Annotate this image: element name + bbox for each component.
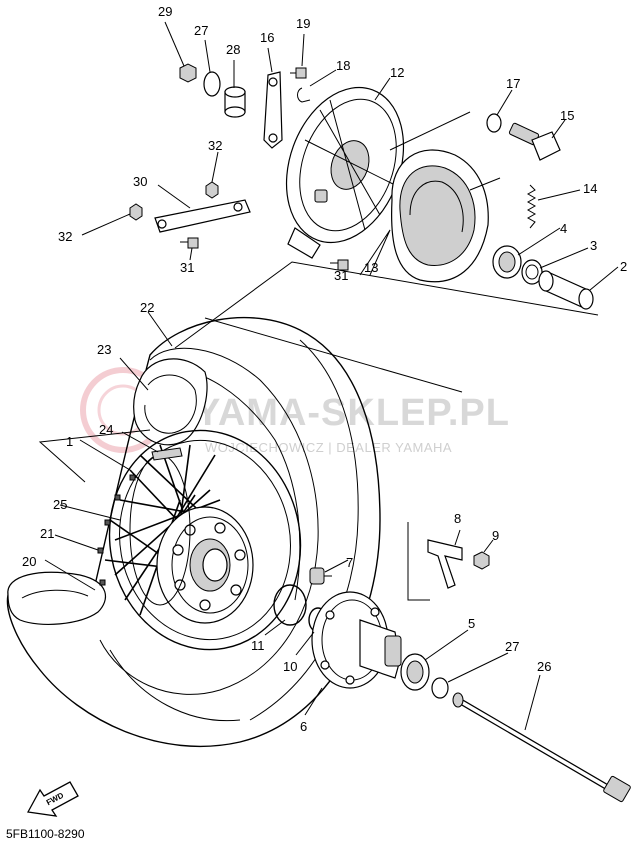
tension-bar [154,199,251,233]
nut-32-left [129,203,143,221]
washer-27-lower [431,677,449,699]
label-31-left: 31 [180,260,194,275]
guide-lines [38,111,599,601]
label-13: 13 [364,260,378,275]
label-22: 22 [140,300,154,315]
hub [129,454,254,624]
brake-arm [263,71,283,149]
bearing-5 [400,653,430,691]
label-6: 6 [300,719,307,734]
label-19: 19 [296,16,310,31]
label-3: 3 [590,238,597,253]
label-10: 10 [283,659,297,674]
label-23: 23 [97,342,111,357]
collar-28 [224,86,246,118]
label-20: 20 [22,554,36,569]
o-ring [273,584,307,626]
washer-27-upper [203,71,221,97]
spoke-nipples [97,474,136,586]
label-18: 18 [336,58,350,73]
leader-lines [44,21,619,731]
diagram-code: 5FB1100-8290 [6,827,85,841]
collar-3 [521,259,543,285]
brake-panel [285,86,405,259]
fwd-arrow-icon: FWD [26,781,79,817]
label-27-lower: 27 [505,639,519,654]
part-labels: 29 27 28 16 19 18 12 17 15 14 4 3 2 32 3… [22,4,627,734]
label-29: 29 [158,4,172,19]
label-7: 7 [346,555,353,570]
clip-18 [297,87,311,103]
label-11: 11 [251,638,265,653]
bolt-19 [290,67,307,79]
label-31-right: 31 [334,268,348,283]
label-17: 17 [506,76,520,91]
label-15: 15 [560,108,574,123]
bolt-31-left [180,237,199,249]
label-14: 14 [583,181,597,196]
label-9: 9 [492,528,499,543]
spacer-2 [538,270,594,310]
watermark: YAMA-SKLEP.PL WOJCIECHOWICZ | DEALER YAM… [80,367,510,455]
watermark-brand: YAMA-SKLEP.PL [195,392,510,434]
nut-32-upper [205,181,219,199]
balance-weight [151,447,183,461]
label-5: 5 [468,616,475,631]
label-27-upper: 27 [194,23,208,38]
label-25: 25 [53,497,67,512]
brake-shoes [391,149,489,283]
driven-flange [311,591,402,689]
label-32-upper: 32 [208,138,222,153]
watermark-dealer: WOJCIECHOWICZ | DEALER YAMAHA [205,440,452,455]
label-28: 28 [226,42,240,57]
axle [452,692,631,803]
label-30: 30 [133,174,147,189]
rim [108,429,302,651]
label-2: 2 [620,259,627,274]
inner-tube [133,358,208,446]
washer-17 [486,113,502,133]
stay-bracket [427,539,463,589]
bearing-4 [492,245,522,279]
label-32-left: 32 [58,229,72,244]
bolt-7 [309,567,332,585]
label-1: 1 [66,434,73,449]
camshaft [508,122,561,161]
label-4: 4 [560,221,567,236]
label-26: 26 [537,659,551,674]
label-24: 24 [99,422,113,437]
nut-29 [179,63,197,83]
label-21: 21 [40,526,54,541]
nut-9 [473,551,490,570]
label-8: 8 [454,511,461,526]
brake-spring [526,184,537,229]
label-16: 16 [260,30,274,45]
label-12: 12 [390,65,404,80]
